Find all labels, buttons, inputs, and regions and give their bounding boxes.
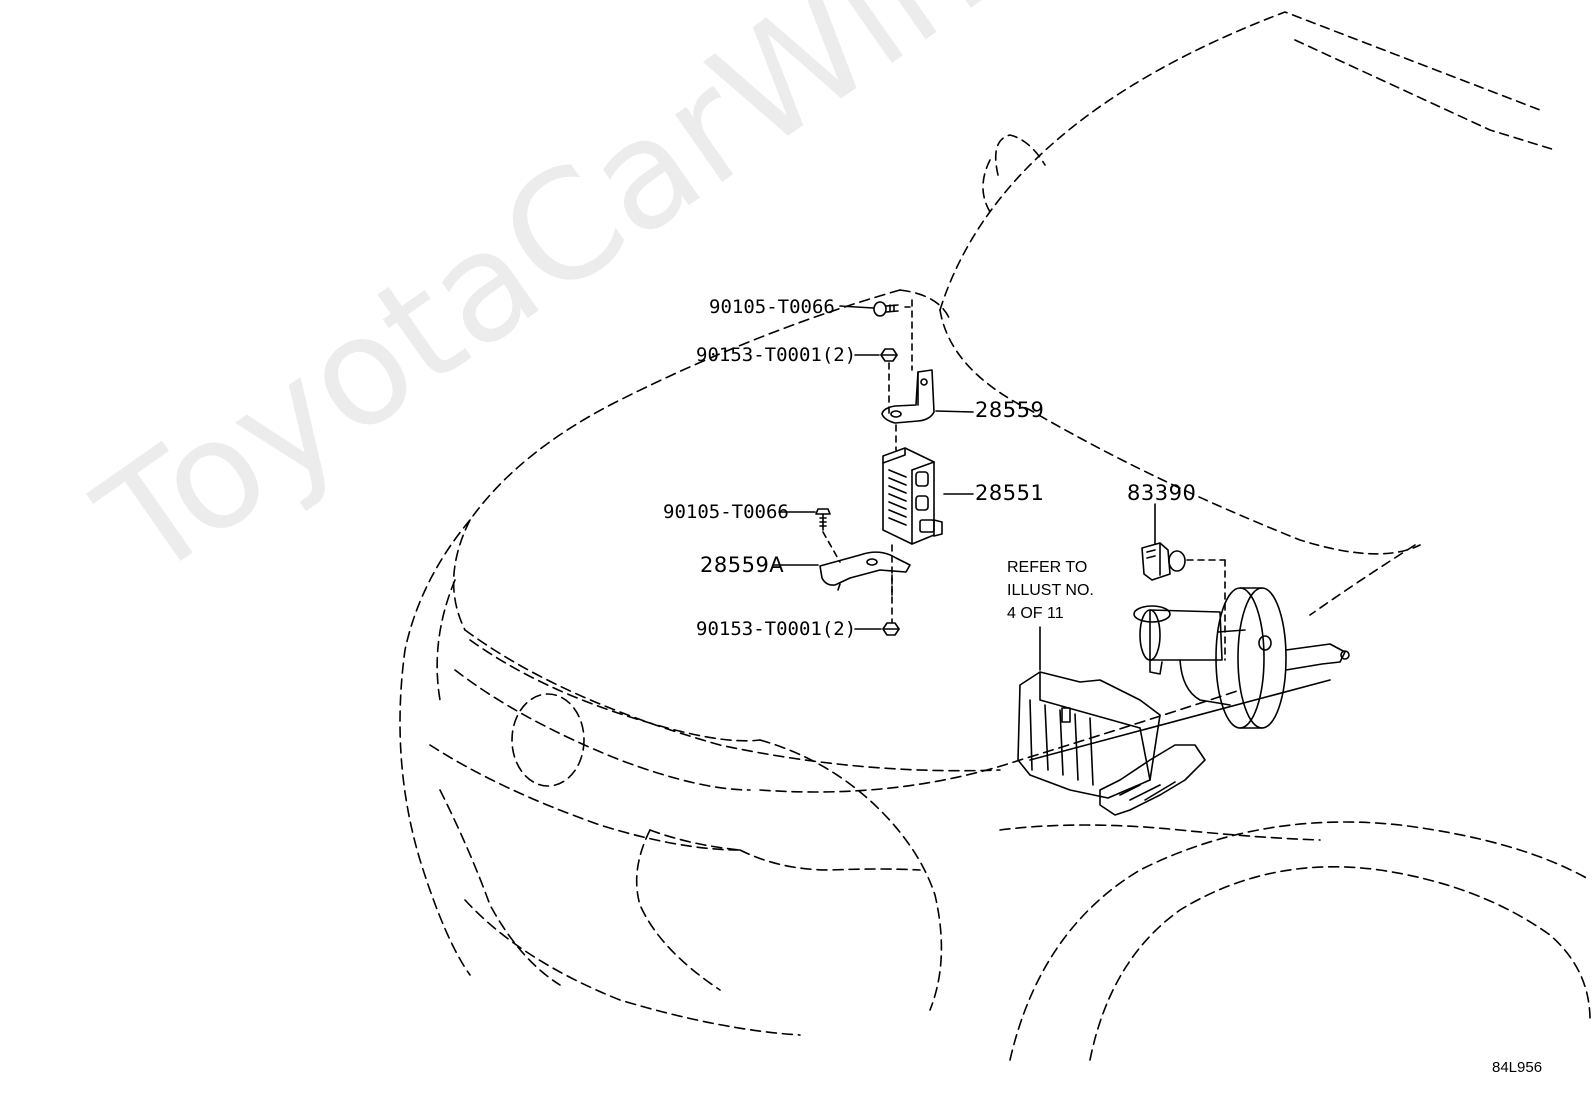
bracket-lower-icon (819, 551, 911, 591)
refer-line-2: ILLUST NO. (1007, 582, 1094, 599)
bracket-upper-icon (881, 369, 935, 424)
label-nut-top: 90153-T0001(2) (696, 344, 857, 366)
label-bolt-lower: 90105-T0066 (663, 501, 789, 523)
label-bracket-upper: 28559 (975, 398, 1045, 422)
refer-line-1: REFER TO (1007, 559, 1088, 576)
nut-top-icon (880, 348, 898, 362)
crossing-line (1029, 679, 1331, 761)
leader-bracket-upper (935, 410, 974, 413)
label-bolt-top: 90105-T0066 (709, 296, 835, 318)
leader-bolt-top (839, 305, 874, 309)
label-nut-lower: 90153-T0001(2) (696, 618, 857, 640)
label-sensor: 83390 (1127, 481, 1197, 505)
brake-booster-icon (1133, 587, 1350, 729)
label-bracket-lower: 28559A (700, 553, 785, 577)
refer-note: REFER TO ILLUST NO. 4 OF 11 (1007, 556, 1094, 625)
grille-outline (399, 519, 943, 1036)
bolt-lower-icon (815, 508, 831, 531)
illustration-id: 84L956 (1492, 1059, 1543, 1076)
windshield-outline (939, 11, 1556, 616)
label-relay-module: 28551 (975, 481, 1045, 505)
sensor-icon (1141, 542, 1186, 581)
ecu-housing-icon (1017, 671, 1206, 816)
hood-outline (452, 289, 1001, 772)
bolt-top-icon (873, 301, 899, 317)
fender-outline (759, 689, 1591, 1061)
nut-lower-icon (882, 622, 900, 636)
refer-line-3: 4 OF 11 (1007, 605, 1064, 622)
relay-module-icon (882, 447, 943, 545)
